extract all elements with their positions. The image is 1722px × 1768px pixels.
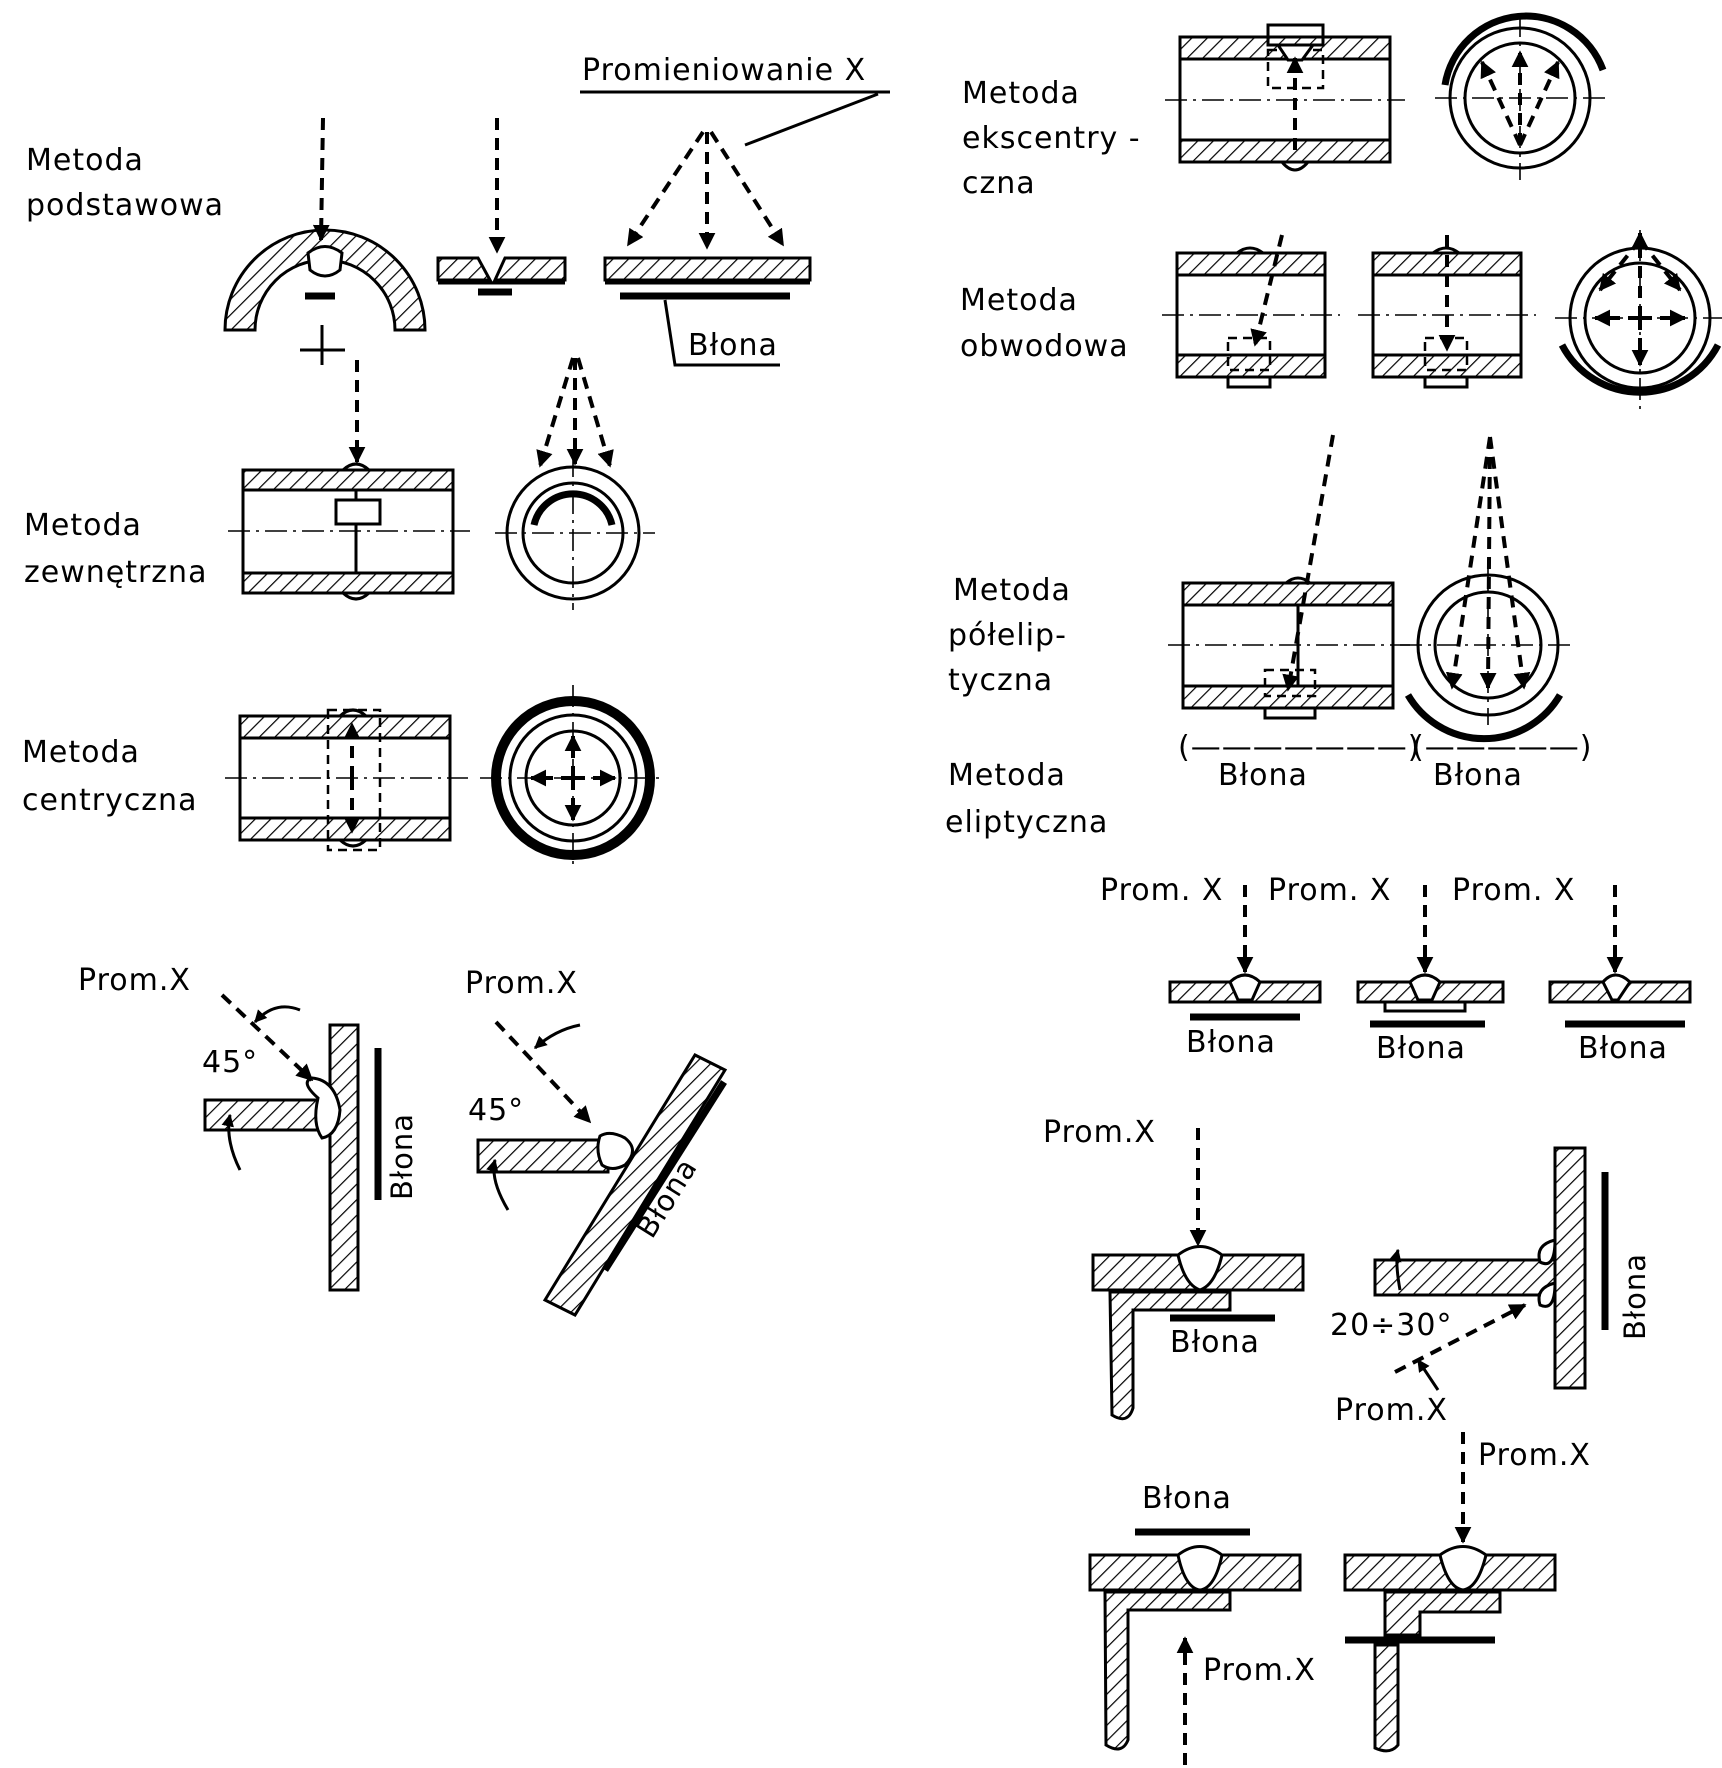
svg-text:Błona: Błona <box>1578 1031 1668 1066</box>
svg-text:Błona: Błona <box>1170 1325 1260 1360</box>
svg-text:Metoda: Metoda <box>24 508 142 543</box>
ekscentryczna-pipe-section <box>1435 12 1610 180</box>
svg-text:zewnętrzna: zewnętrzna <box>24 555 207 590</box>
label-metoda-centryczna: Metoda centryczna <box>22 735 197 818</box>
label-metoda-ekscentryczna: Metoda ekscentry - czna <box>962 76 1141 201</box>
svg-text:Błona: Błona <box>1376 1031 1466 1066</box>
svg-text:Metoda: Metoda <box>962 76 1080 111</box>
svg-text:Metoda: Metoda <box>953 573 1071 608</box>
obwodowa-pipe-section <box>1555 230 1722 410</box>
angle-bar-joint-top: Prom.X Błona <box>1043 1115 1305 1421</box>
label-promieniowanie-x: Promieniowanie X <box>580 53 890 147</box>
svg-text:Prom.X: Prom.X <box>1043 1115 1156 1150</box>
svg-text:(—————): (—————) <box>1412 730 1592 765</box>
polelipt-pipe-side <box>1168 434 1410 720</box>
svg-text:Błona: Błona <box>1218 758 1308 793</box>
svg-text:tyczna: tyczna <box>948 663 1053 698</box>
svg-text:Metoda: Metoda <box>948 758 1066 793</box>
angle-label: 45° <box>468 1093 524 1128</box>
centryczna-pipe-section <box>480 685 665 870</box>
obwodowa-pipe-side-1 <box>1162 234 1340 389</box>
podstawowa-curved-wall <box>223 117 427 365</box>
svg-text:centryczna: centryczna <box>22 783 197 818</box>
t-joint-bottom-right: Prom.X <box>1343 1432 1591 1753</box>
ekscentryczna-pipe-side <box>1165 23 1405 172</box>
label-metoda-polelipt: Metoda półelip- tyczna <box>948 573 1071 698</box>
svg-text:obwodowa: obwodowa <box>960 329 1129 364</box>
label-metoda-eliptyczna: Metoda eliptyczna <box>945 758 1108 840</box>
centryczna-pipe-side <box>225 708 468 852</box>
svg-text:Prom.X: Prom.X <box>1478 1438 1591 1473</box>
svg-text:czna: czna <box>962 166 1036 201</box>
svg-text:Prom. X: Prom. X <box>1268 873 1391 908</box>
svg-text:Metoda: Metoda <box>26 143 144 178</box>
angle-bar-joint-bottom-left: Błona Prom.X <box>1088 1481 1316 1765</box>
zewnetrzna-pipe-section <box>495 357 655 610</box>
butt-weld-row: Prom. X Prom. X Prom. X Błona Błona Błon… <box>1100 873 1692 1066</box>
svg-text:Metoda: Metoda <box>960 283 1078 318</box>
svg-text:Prom. X: Prom. X <box>1100 873 1223 908</box>
svg-text:eliptyczna: eliptyczna <box>945 805 1108 840</box>
prom-x-label: Prom.X <box>465 966 578 1001</box>
polelipt-pipe-section <box>1400 436 1575 743</box>
podstawowa-plate-v <box>436 118 567 296</box>
svg-text:Prom. X: Prom. X <box>1452 873 1575 908</box>
svg-text:Metoda: Metoda <box>22 735 140 770</box>
label-metoda-podstawowa: Metoda podstawowa <box>26 143 224 223</box>
t-joint-right: 20÷30° Prom.X Błona <box>1330 1146 1652 1428</box>
svg-text:Błona: Błona <box>1186 1025 1276 1060</box>
blona-vertical-label: Błona <box>385 1113 419 1200</box>
svg-text:Promieniowanie X: Promieniowanie X <box>582 53 866 88</box>
podstawowa-flat-plate: Błona <box>603 130 812 367</box>
svg-text:ekscentry -: ekscentry - <box>962 121 1141 156</box>
svg-text:podstawowa: podstawowa <box>26 188 224 223</box>
obwodowa-pipe-side-2 <box>1358 235 1536 389</box>
fillet-joint-inclined: Prom.X 45° Błona <box>465 966 728 1317</box>
blona-label: Błona <box>688 328 778 363</box>
blona-paren-labels: (———————) Błona (—————) Błona <box>1178 730 1592 793</box>
svg-text:(———————): (———————) <box>1178 730 1420 765</box>
svg-text:Błona: Błona <box>1433 758 1523 793</box>
svg-text:Prom.X: Prom.X <box>1203 1653 1316 1688</box>
label-metoda-obwodowa: Metoda obwodowa <box>960 283 1129 364</box>
svg-text:20÷30°: 20÷30° <box>1330 1308 1452 1343</box>
svg-text:Błona: Błona <box>1142 1481 1232 1516</box>
prom-x-label: Prom.X <box>78 963 191 998</box>
svg-text:Prom.X: Prom.X <box>1335 1393 1448 1428</box>
svg-text:Błona: Błona <box>1618 1253 1652 1340</box>
label-metoda-zewnetrzna: Metoda zewnętrzna <box>24 508 207 590</box>
svg-text:półelip-: półelip- <box>948 618 1067 653</box>
zewnetrzna-pipe-side <box>228 360 470 601</box>
angle-label: 45° <box>202 1045 258 1080</box>
fillet-joint-vertical: Prom.X 45° Błona <box>78 963 419 1292</box>
